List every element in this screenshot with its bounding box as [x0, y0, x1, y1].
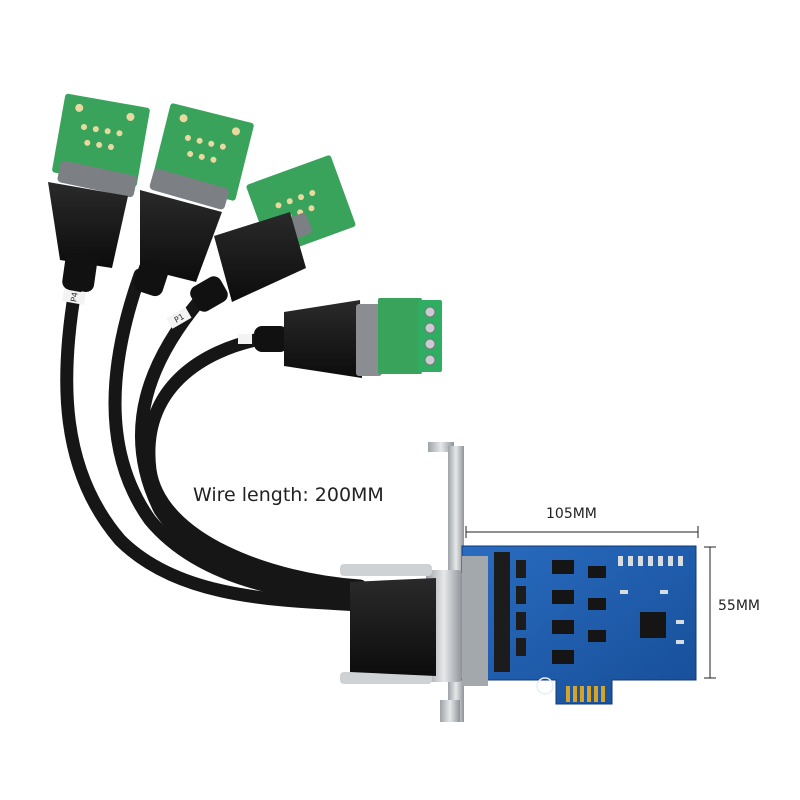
cable-label	[238, 334, 252, 344]
card-pcb	[461, 545, 697, 705]
connector-hood	[48, 182, 128, 268]
terminal-screws	[424, 306, 436, 366]
pb-free-icon	[536, 677, 554, 695]
connector-shell	[149, 168, 229, 210]
port-tag-p1: P1	[166, 307, 192, 329]
connector-hood	[284, 300, 362, 378]
port-tag-p1-text: P1	[173, 312, 186, 325]
db9-connector-p4	[48, 93, 150, 292]
cable-p4	[60, 283, 367, 612]
connector-hood	[350, 578, 436, 676]
connector-hood	[140, 190, 222, 282]
terminal-pcb	[378, 298, 422, 374]
wire-length-label: Wire length: 200MM	[193, 484, 384, 506]
db9-connector-4	[238, 298, 442, 378]
dimension-height	[704, 546, 716, 679]
dimension-width	[465, 526, 699, 538]
smd-components	[618, 556, 684, 644]
strain-relief	[190, 276, 228, 312]
connector-shell	[356, 304, 382, 376]
terminal-pcb	[52, 93, 150, 187]
serial-cables	[60, 268, 367, 612]
terminal-block	[418, 300, 442, 372]
gold-fingers	[566, 686, 605, 702]
db9-connector-2	[133, 103, 254, 297]
terminal-pins	[179, 114, 240, 163]
port-tag-p4-text: P4	[69, 291, 80, 302]
db9-connector-p1	[190, 155, 356, 312]
port-tag-p4: P4	[62, 289, 86, 305]
connector-headers	[494, 552, 526, 672]
connector-hood	[214, 212, 306, 302]
terminal-pins	[75, 103, 135, 151]
board-width-label: 105MM	[546, 506, 597, 522]
board-height-label: 55MM	[718, 598, 760, 614]
pcie-serial-card	[340, 442, 697, 722]
connector-shell	[57, 160, 137, 198]
ic-chips	[552, 560, 666, 664]
strain-relief	[62, 253, 97, 292]
db-high-density-connector	[340, 556, 488, 686]
main-controller-chip	[640, 612, 666, 638]
cable-2	[108, 268, 367, 605]
strain-relief	[254, 326, 288, 352]
strain-relief	[133, 260, 169, 297]
cable-4	[142, 331, 367, 593]
cable-p1	[134, 293, 367, 599]
